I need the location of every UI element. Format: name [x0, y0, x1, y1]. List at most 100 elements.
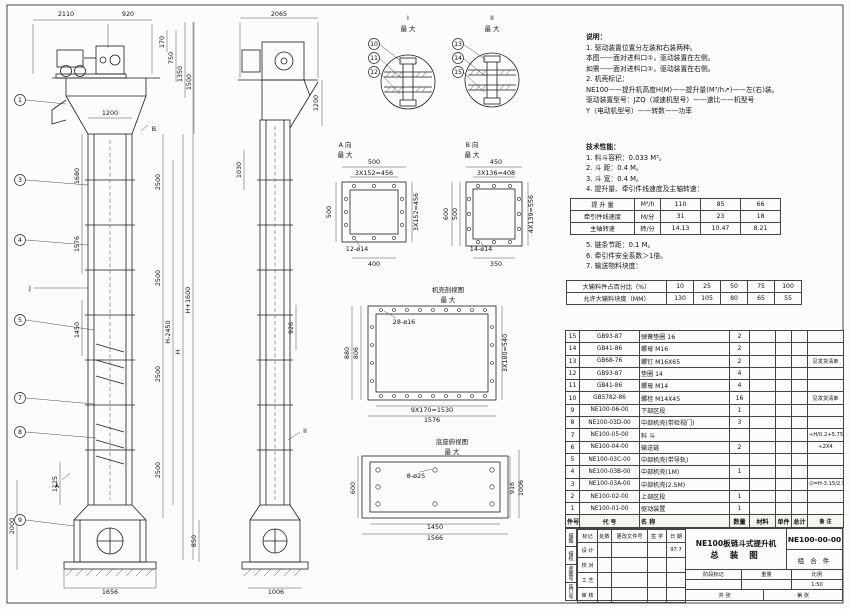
table-cell: 允许大输料块度（MM） — [566, 292, 667, 305]
table-cell — [775, 502, 792, 516]
table-cell: 中部机壳(1M) — [639, 465, 730, 479]
table-cell — [807, 489, 844, 504]
part-balloon-circle — [14, 514, 26, 526]
table-cell: 105 — [693, 292, 721, 305]
table-cell — [775, 416, 792, 430]
table-cell — [749, 416, 776, 430]
table-cell: 15 — [565, 329, 580, 344]
notes-lines: 1. 驱动装置位置分左装和右装两种。 本图——面对进料口①，驱动装置在左侧。 如… — [586, 43, 842, 117]
table-cell: 2 — [729, 354, 750, 368]
table-cell: 75 — [747, 280, 775, 293]
table-cell: 55 — [774, 292, 802, 305]
table-cell — [807, 416, 844, 430]
part-balloon-number: 4 — [18, 237, 22, 244]
table-cell: 1 — [565, 502, 580, 516]
table-cell: NE100-04-00 — [579, 440, 640, 454]
table-cell: 螺钉 M16X65 — [639, 354, 730, 368]
table-cell: 1 — [729, 403, 750, 418]
table-cell: 2 — [729, 329, 750, 344]
part-balloon-circle — [14, 174, 26, 186]
dim-label: 1680 — [73, 168, 81, 184]
part-balloon-circle — [14, 234, 26, 246]
dim-label: 1350 — [176, 66, 184, 82]
table-cell — [791, 416, 808, 430]
dim-label: 9X170=1530 — [411, 406, 453, 414]
table-cell: GB41-86 — [579, 342, 640, 356]
table-cell: 18 — [740, 210, 781, 223]
notes-block: 说明： 1. 驱动装置位置分左装和右装两种。 本图——面对进料口①，驱动装置在左… — [586, 32, 842, 116]
part-balloon-number: 1 — [18, 97, 22, 104]
dim-label: 1030 — [235, 162, 243, 178]
table-cell — [749, 440, 776, 454]
table-cell — [749, 428, 776, 442]
table-cell — [775, 465, 792, 479]
part-balloon-circle — [14, 392, 26, 404]
table-cell: 螺母 M16 — [639, 342, 730, 356]
table-cell — [749, 489, 776, 504]
tech-lines-after: 5. 链条节距：0.1 M。6. 牵引件安全系数＞1倍。7. 输送物料块度： — [586, 240, 842, 272]
table-cell: 大输料件占百分比（%） — [566, 280, 667, 293]
table-cell — [729, 477, 750, 491]
dim-label: 3X180=540 — [501, 334, 509, 372]
table-cell: 23 — [700, 210, 741, 223]
dim-label: 806 — [352, 347, 360, 359]
table-cell: 31 — [660, 210, 701, 223]
dim-label: 1200 — [102, 109, 118, 117]
detail-view-1 — [378, 43, 436, 110]
side-cell: 描校 — [566, 547, 576, 565]
dim-label: 916 — [508, 482, 516, 494]
drawing-number: NE100-00-00 — [787, 529, 842, 550]
table-cell — [749, 391, 776, 405]
table-cell: 弹簧垫圈 16 — [639, 329, 730, 344]
table-cell — [775, 403, 792, 418]
table-cell: 1 — [729, 502, 750, 516]
table-cell: NE100-03D-00 — [579, 416, 640, 430]
table-cell: 设 计 — [577, 542, 598, 558]
table-cell: NE100-02-00 — [579, 489, 640, 504]
table-cell — [807, 452, 844, 467]
table-cell: 100 — [774, 280, 802, 293]
table-cell — [775, 342, 792, 356]
dim-label: 500 — [368, 158, 380, 166]
table-cell — [666, 587, 686, 603]
table-cell — [791, 403, 808, 418]
text-line: 2. 斗 距：0.4 M。 — [586, 164, 643, 173]
table-cell: 5 — [565, 452, 580, 467]
dim-label: 2110 — [58, 10, 74, 18]
table-cell — [729, 452, 750, 467]
table-cell — [791, 465, 808, 479]
table-cell — [807, 366, 844, 381]
table-cell: 10 — [565, 391, 580, 405]
table-cell: 6 — [565, 440, 580, 454]
table-cell — [791, 342, 808, 356]
part-balloon-circle — [14, 426, 26, 438]
part-balloon-circle — [14, 314, 26, 326]
table-cell: NE100-05-00 — [579, 428, 640, 442]
table-cell: GB68-76 — [579, 354, 640, 368]
stage-label: 阶段标记 — [686, 570, 742, 580]
table-cell — [749, 465, 776, 479]
table-cell: GB5782-86 — [579, 391, 640, 405]
table-cell — [791, 477, 808, 491]
dim-label: B — [152, 125, 156, 133]
table-cell: 1 — [729, 465, 750, 479]
table-cell: 总计 — [791, 514, 808, 528]
table-cell: 中部机壳(2.5M) — [639, 477, 730, 491]
drawing-number-cell: NE100-00-00 组 合 件 — [787, 529, 842, 569]
part-balloon-number: 15 — [454, 69, 462, 76]
dim-label: 4X139=556 — [527, 195, 535, 233]
table-cell: GB93-87 — [579, 329, 640, 344]
table-cell: 14.13 — [660, 222, 701, 235]
table-cell: 50 — [720, 280, 748, 293]
part-balloon-number: 9 — [18, 517, 22, 524]
table-cell — [749, 379, 776, 393]
dim-label: 3X136=408 — [477, 169, 515, 177]
